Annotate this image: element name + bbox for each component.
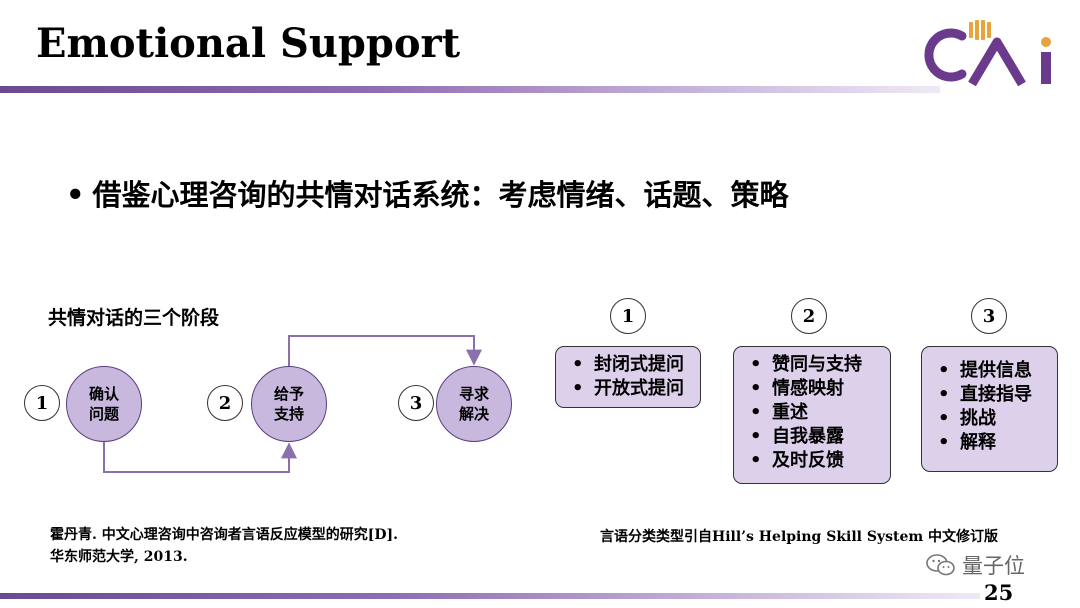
stage-2-line1: 给予 [273, 385, 304, 403]
source-note: 言语分类类型引自Hill’s Helping Skill System 中文修订… [600, 529, 999, 545]
category-1-item: 开放式提问 [570, 377, 690, 401]
stage-1-line2: 问题 [88, 405, 119, 423]
category-3-item: 提供信息 [936, 359, 1047, 383]
category-number-2: 2 [791, 298, 827, 334]
watermark: 量子位 [926, 550, 1025, 580]
reference-line-2: 华东师范大学, 2013. [50, 549, 188, 565]
stage-1-line1: 确认 [88, 385, 119, 403]
page-number: 25 [984, 580, 1014, 605]
category-number-1: 1 [610, 298, 646, 334]
category-3-item: 解释 [936, 431, 1047, 455]
stage-2-line2: 支持 [273, 405, 304, 423]
category-1-item: 封闭式提问 [570, 353, 690, 377]
stage-number-2: 2 [207, 385, 243, 421]
category-2-item: 及时反馈 [748, 449, 880, 473]
category-2-item: 赞同与支持 [748, 353, 880, 377]
reference-line-1: 霍丹青. 中文心理咨询中咨询者言语反应模型的研究[D]. [50, 527, 399, 543]
stage-3-line1: 寻求 [458, 385, 489, 403]
bullet-marker: • [66, 178, 85, 212]
connector-2-to-3 [288, 335, 482, 366]
category-box-2: 赞同与支持 情感映射 重述 自我暴露 及时反馈 [733, 346, 891, 484]
wechat-icon [926, 554, 955, 576]
category-box-3: 提供信息 直接指导 挑战 解释 [921, 346, 1058, 472]
watermark-text: 量子位 [962, 554, 1025, 578]
footer-bar [0, 593, 980, 599]
category-2-item: 自我暴露 [748, 425, 880, 449]
category-2-item: 情感映射 [748, 377, 880, 401]
category-3-item: 直接指导 [936, 383, 1047, 407]
slide-title: Emotional Support [36, 20, 461, 67]
stage-seek-solution: 寻求 解决 [436, 366, 512, 442]
category-number-3: 3 [971, 298, 1007, 334]
category-2-item: 重述 [748, 401, 880, 425]
title-underline-bar [0, 86, 940, 93]
connector-1-to-2 [103, 441, 297, 473]
reference-citation: 霍丹青. 中文心理咨询中咨询者言语反应模型的研究[D]. 华东师范大学, 201… [50, 524, 398, 568]
stage-confirm-problem: 确认 问题 [66, 366, 142, 442]
stage-give-support: 给予 支持 [251, 366, 327, 442]
stage-number-3: 3 [398, 385, 434, 421]
category-3-item: 挑战 [936, 407, 1047, 431]
stage-3-line2: 解决 [458, 405, 489, 423]
main-bullet: •借鉴心理咨询的共情对话系统：考虑情绪、话题、策略 [66, 172, 789, 214]
main-bullet-text: 借鉴心理咨询的共情对话系统：考虑情绪、话题、策略 [92, 178, 789, 212]
cai-logo [924, 20, 1051, 87]
category-box-1: 封闭式提问 开放式提问 [555, 346, 701, 408]
stages-heading: 共情对话的三个阶段 [48, 307, 220, 329]
stage-number-1: 1 [24, 385, 60, 421]
